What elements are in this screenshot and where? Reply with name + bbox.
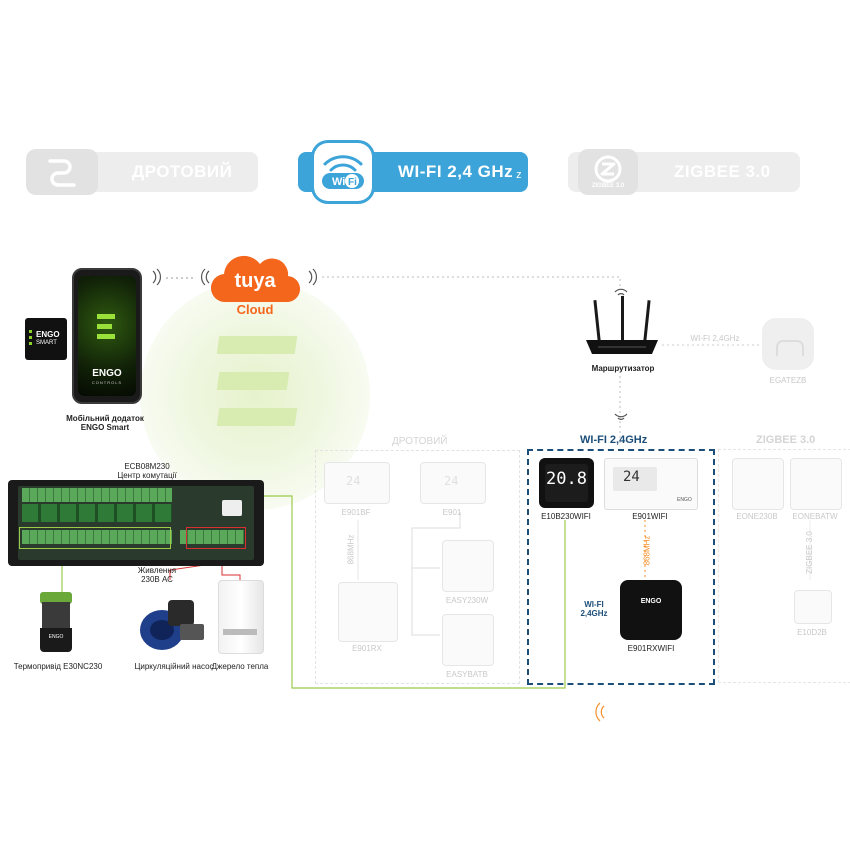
boiler-label: Джерело тепла: [211, 662, 269, 671]
wired-device-e901bf: [324, 462, 390, 504]
controller-relays: [22, 504, 172, 522]
phone-label-line1: Мобільний додаток: [66, 414, 144, 423]
zigbee-device-e10d2b-label: E10D2B: [797, 628, 827, 637]
zigbee-device-e10d2b: [794, 590, 832, 624]
phone-screen: ENGO CONTROLS: [78, 276, 136, 396]
tab-wired-label: ДРОТОВИЙ: [132, 162, 233, 181]
actuator-label: Термопривід E30NC230: [13, 662, 103, 671]
wired-device-easybatb: [442, 614, 494, 666]
controller-terminal-highlight: [19, 527, 171, 549]
tab-wired[interactable]: ДРОТОВИЙ: [26, 149, 258, 195]
phone-signal-icon: [152, 268, 161, 286]
wifi-device-e901wifi-brand: ENGO: [677, 497, 692, 503]
cloud-router-link: [322, 276, 621, 290]
pump-icon: [140, 594, 206, 650]
wifi-device-e10b230wifi: 20.8: [539, 458, 594, 508]
tab-zigbee-label: ZIGBEE 3.0: [674, 162, 771, 181]
wired-device-e901: [420, 462, 486, 504]
router-label: Маршрутизатор: [591, 364, 655, 373]
phone-label-line2: ENGO Smart: [80, 423, 130, 432]
controller-power-highlight: [186, 527, 246, 549]
section-zigbee-box: [718, 449, 850, 683]
controller-terminals-top: [22, 488, 172, 502]
actuator-brand: ENGO: [48, 634, 64, 640]
controller-desc: Центр комутації: [117, 471, 177, 480]
zigbee-device-eonebatw: [790, 458, 842, 510]
controller-power-line1: Живлення: [137, 566, 177, 575]
wired-device-easybatb-label: EASYBATB: [446, 670, 488, 679]
actuator-icon: ENGO: [38, 592, 74, 654]
wired-device-e901rx-label: E901RX: [352, 644, 382, 653]
gateway-icon: [762, 318, 814, 370]
zigbee-device-eone230b: [732, 458, 784, 510]
controller: [8, 480, 264, 566]
tab-wifi[interactable]: Wi Fi WI-FI 2,4 GHz z: [298, 143, 528, 201]
link-dots: [166, 277, 196, 279]
wired-device-e901bf-label: E901BF: [341, 508, 371, 517]
section-wired-box: [315, 450, 520, 684]
wifi-device-e901wifi: 24 ENGO: [604, 458, 698, 510]
section-wifi-title: WI-FI 2,4GHz: [580, 434, 648, 446]
zigbee-device-eone230b-label: EONE230B: [736, 512, 778, 521]
router-signal-bottom: [614, 413, 628, 420]
receiver-wifi-label-line2: 2,4GHz: [580, 609, 608, 618]
engo-smart-card-line2: SMART: [36, 340, 57, 346]
pump-label: Циркуляційний насос: [134, 662, 214, 671]
wired-link-label: 868MHz: [346, 534, 356, 565]
svg-text:Wi: Wi: [332, 176, 345, 188]
controller-model: ECB08M230: [124, 462, 170, 471]
wifi-device-e901rxwifi-label: E901RXWIFI: [627, 644, 675, 653]
wifi-device-e10b230wifi-label: E10B230WIFI: [541, 512, 591, 521]
wifi-device-e901rxwifi: ENGO: [620, 580, 682, 640]
tab-wifi-suffix: z: [516, 169, 522, 181]
phone-brand: ENGO: [92, 368, 122, 379]
controller-power-line2: 230В АС: [141, 575, 173, 584]
wifi-device-e901wifi-screen: 24: [623, 469, 640, 485]
receiver-wifi-label-line1: WI-FI: [584, 600, 604, 609]
svg-text:Fi: Fi: [348, 177, 357, 188]
cloud-label: Cloud: [236, 302, 274, 317]
tab-zigbee[interactable]: ZIGBEE 3.0 ZIGBEE 3.0: [568, 149, 800, 195]
wifi-icon: Wi Fi: [314, 143, 372, 201]
phone: ENGO CONTROLS: [72, 268, 142, 404]
section-zigbee-title: ZIGBEE 3.0: [756, 434, 816, 446]
controller-terminals-right: [180, 530, 244, 544]
router-signal-top: [614, 288, 628, 296]
zigbee-icon-text: ZIGBEE 3.0: [591, 183, 625, 189]
boiler-icon: [218, 580, 264, 654]
zigbee-icon: ZIGBEE 3.0: [578, 149, 638, 195]
cloud-signal-icon-left: [201, 268, 210, 286]
router-gateway-link-label: WI-FI 2,4GHz: [690, 334, 740, 343]
wifi-link-label: 868MHz: [642, 535, 652, 566]
engo-smart-card: ENGO SMART: [25, 318, 67, 360]
controller-terminals-bottom: [22, 530, 172, 544]
router-gateway-link: [662, 344, 762, 346]
cloud-icon: [210, 255, 301, 303]
gateway-label: EGATEZB: [769, 376, 807, 385]
zigbee-link-label: ZIGBEE 3.0: [804, 531, 814, 574]
engo-smart-card-line1: ENGO: [36, 330, 60, 339]
section-wired-title: ДРОТОВИЙ: [392, 436, 448, 447]
wired-device-easy230w-label: EASY230W: [445, 596, 489, 605]
wifi-device-e10b230wifi-screen: 20.8: [546, 469, 587, 489]
wifi-device-e901wifi-label: E901WIFI: [632, 512, 668, 521]
wired-device-easy230w: [442, 540, 494, 592]
wired-device-e901bf-screen: 24: [346, 474, 361, 488]
wired-device-e901rx: [338, 582, 398, 642]
wired-device-e901-label: E901: [442, 508, 462, 517]
cloud-signal-icon-right: [308, 268, 317, 286]
wired-icon: [26, 149, 98, 195]
zigbee-device-eonebatw-label: EONEBATW: [792, 512, 838, 521]
router-icon: [586, 296, 658, 354]
phone-brand-sub: CONTROLS: [91, 380, 123, 385]
cloud-brand: tuya: [234, 270, 276, 292]
tab-wifi-label: WI-FI 2,4 GHz: [398, 162, 514, 181]
wired-device-e901-screen: 24: [444, 474, 459, 488]
wifi-device-e901rxwifi-brand: ENGO: [640, 598, 662, 605]
section-wifi-box: [527, 449, 715, 685]
